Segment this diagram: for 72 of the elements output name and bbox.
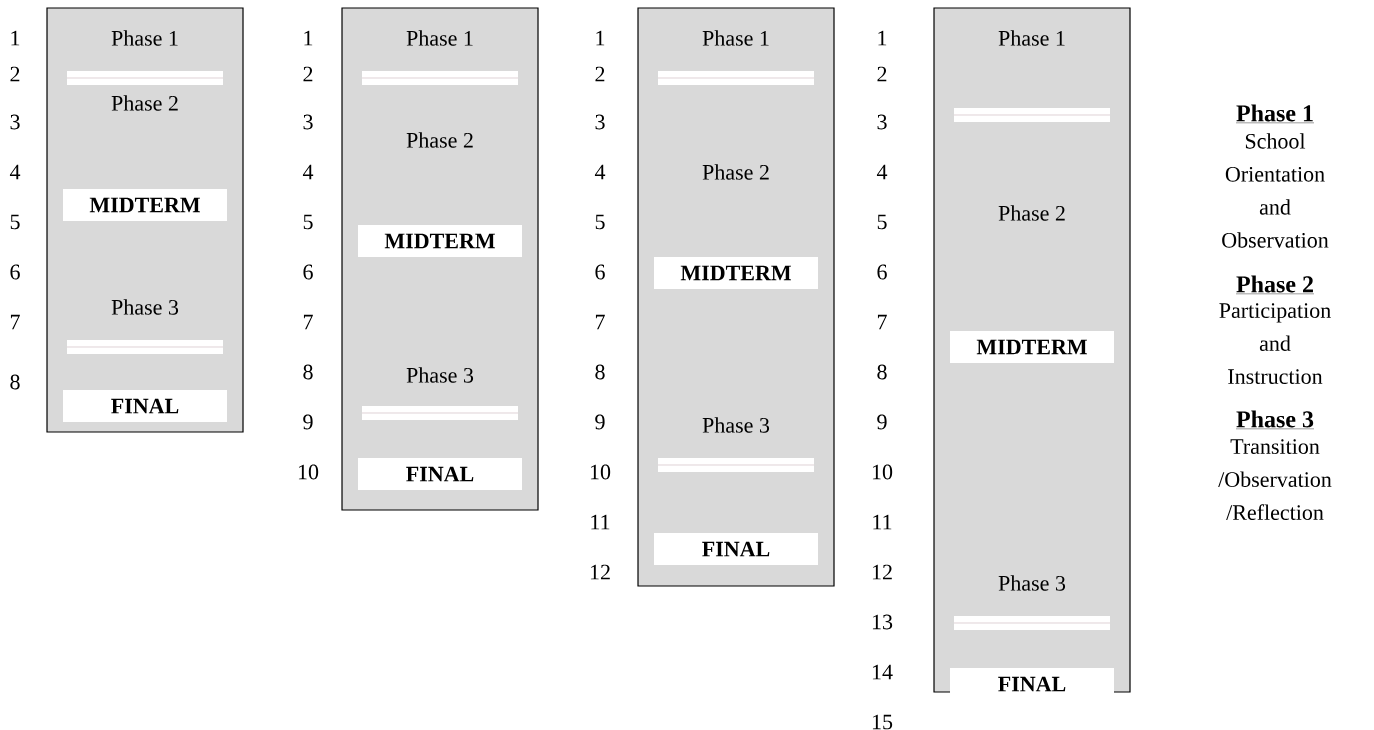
week-number: 3 — [595, 114, 605, 130]
week-number: 4 — [302, 164, 314, 180]
week-number: 5 — [877, 214, 887, 230]
week-number: 1 — [304, 30, 313, 46]
week-number: 3 — [10, 114, 20, 130]
week-number: 5 — [595, 214, 605, 230]
exam-box: FINAL — [950, 668, 1114, 700]
phase-label: Phase 2 — [406, 132, 473, 148]
phase-label: Phase 1 — [406, 30, 473, 46]
week-number: 2 — [303, 66, 313, 82]
week-number: 11 — [873, 514, 892, 530]
phase-label: Phase 1 — [702, 30, 769, 46]
phase-label: Phase 2 — [998, 205, 1065, 221]
week-number: 7 — [877, 314, 887, 330]
week-number: 7 — [595, 314, 605, 330]
week-number: 8 — [10, 374, 20, 390]
week-number: 2 — [877, 66, 887, 82]
legend-heading: Phase 2 — [1235, 275, 1315, 295]
week-number: 2 — [595, 66, 605, 82]
exam-box: MIDTERM — [950, 331, 1114, 363]
week-number: 4 — [594, 164, 606, 180]
week-number: 4 — [9, 164, 21, 180]
legend-heading: Phase 3 — [1235, 410, 1315, 430]
week-number: 10 — [298, 464, 319, 480]
phase-label: Phase 3 — [702, 417, 770, 433]
phase-label: Phase 3 — [998, 575, 1066, 591]
week-number: 4 — [876, 164, 888, 180]
week-number: 1 — [596, 30, 605, 46]
phase-label: Phase 1 — [111, 30, 178, 46]
legend-heading: Phase 1 — [1235, 104, 1315, 124]
week-number: 3 — [303, 114, 313, 130]
week-number: 15 — [872, 714, 893, 730]
week-number: 14 — [872, 664, 893, 680]
week-number: 6 — [303, 264, 313, 280]
legend-text: Participation and Instruction — [1219, 303, 1331, 384]
week-number: 10 — [872, 464, 893, 480]
phase-label: Phase 3 — [111, 299, 179, 315]
week-number: 7 — [303, 314, 313, 330]
week-number: 9 — [877, 414, 887, 430]
week-number: 1 — [878, 30, 887, 46]
week-number: 13 — [872, 614, 893, 630]
week-number: 6 — [595, 264, 605, 280]
week-number: 10 — [590, 464, 611, 480]
legend-text: School Orientation and Observation — [1222, 133, 1329, 248]
week-number: 2 — [10, 66, 20, 82]
exam-box: FINAL — [654, 533, 818, 565]
week-number: 1 — [11, 30, 20, 46]
week-number: 5 — [303, 214, 313, 230]
week-number: 7 — [10, 314, 20, 330]
exam-box: MIDTERM — [63, 189, 227, 221]
exam-box: FINAL — [358, 458, 522, 490]
phase-label: Phase 3 — [406, 367, 474, 383]
phase-label: Phase 2 — [702, 164, 769, 180]
week-number: 8 — [595, 364, 605, 380]
week-number: 9 — [595, 414, 605, 430]
phase-label: Phase 2 — [111, 95, 178, 111]
week-number: 9 — [303, 414, 313, 430]
exam-box: MIDTERM — [654, 257, 818, 289]
phase-label: Phase 1 — [998, 30, 1065, 46]
week-number: 12 — [590, 564, 610, 580]
week-number: 12 — [872, 564, 892, 580]
week-number: 8 — [303, 364, 313, 380]
exam-box: FINAL — [63, 390, 227, 422]
week-number: 6 — [877, 264, 887, 280]
week-number: 6 — [10, 264, 20, 280]
node-label: FINAL — [998, 676, 1066, 692]
exam-box: MIDTERM — [358, 225, 522, 257]
week-number: 3 — [877, 114, 887, 130]
week-number: 5 — [10, 214, 20, 230]
week-number: 8 — [877, 364, 887, 380]
legend-text: Transition /Observation /Reflection — [1218, 439, 1332, 520]
week-number: 11 — [591, 514, 610, 530]
